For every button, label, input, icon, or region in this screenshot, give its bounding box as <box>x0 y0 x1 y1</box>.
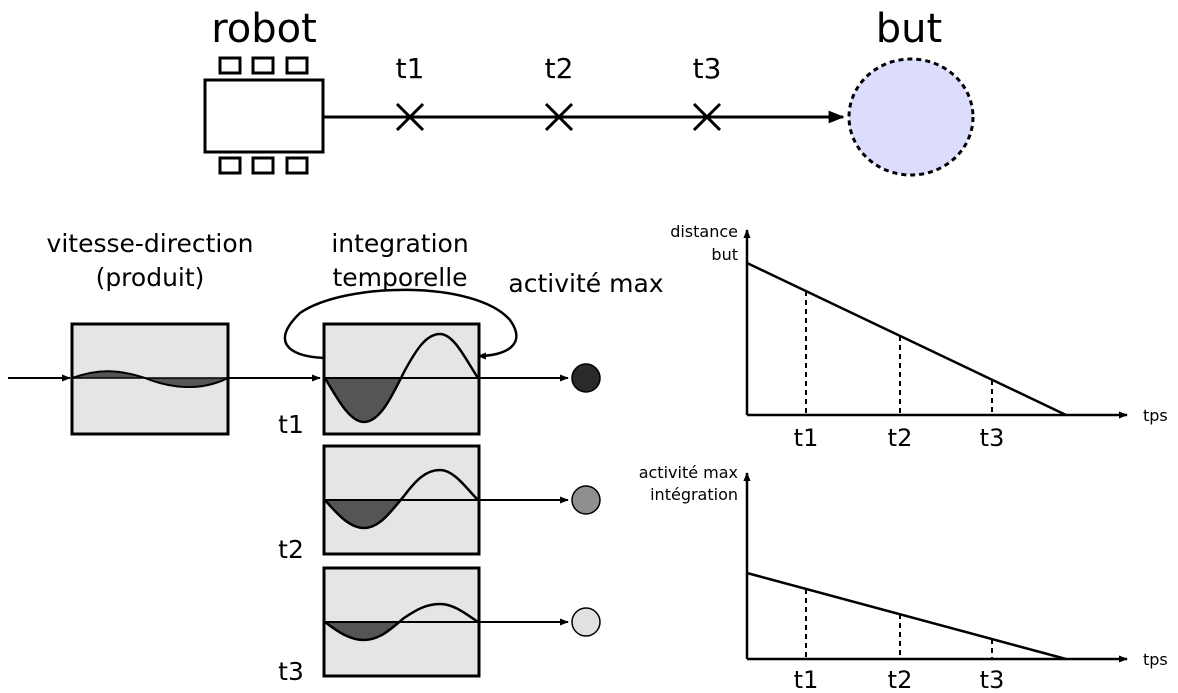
x-tick-label: t3 <box>980 424 1005 452</box>
x-axis-label: tps <box>1143 650 1168 669</box>
trajectory-step-3: t3 <box>692 52 722 132</box>
integration-label-line1: integration <box>331 229 468 258</box>
robot-goal-diagram: robot t1 t2 t3 but <box>203 6 975 177</box>
step-cross-icon <box>544 102 574 132</box>
product-field-box <box>70 322 230 436</box>
x-tick-label: t3 <box>980 666 1005 693</box>
time-label: t1 <box>278 410 304 439</box>
series-line <box>746 261 1067 417</box>
step-cross-icon <box>692 102 722 132</box>
x-axis-label: tps <box>1143 406 1168 425</box>
robot-wheel <box>285 56 309 75</box>
integration-pipeline: vitesse-direction (produit) integration … <box>8 229 664 686</box>
step-label: t2 <box>545 52 574 85</box>
product-label-line2: (produit) <box>96 263 205 292</box>
integration-field-t1: t1 <box>278 322 601 439</box>
activity-max-label: activité max <box>508 269 663 298</box>
robot-wheel <box>218 56 242 75</box>
integration-field-t2: t2 <box>278 444 601 564</box>
activity-max-node <box>571 363 601 393</box>
product-label-line1: vitesse-direction <box>47 229 254 258</box>
robot-wheel <box>285 156 309 175</box>
trajectory-step-1: t1 <box>395 52 425 132</box>
goal-circle <box>847 57 975 177</box>
x-tick-label: t1 <box>794 666 819 693</box>
y-axis-label-line2: but <box>711 245 738 264</box>
step-label: t3 <box>693 52 722 85</box>
activity-curve <box>323 332 480 424</box>
activity-max-node <box>571 607 601 637</box>
goal-label: but <box>876 6 942 52</box>
series-line <box>746 571 1067 661</box>
activity-plot: activité max intégration tps t1 t2 t3 <box>639 463 1168 693</box>
recurrent-loop-arrow <box>283 288 518 360</box>
time-label: t3 <box>278 657 304 686</box>
x-tick-label: t1 <box>794 424 819 452</box>
robot-wheel <box>251 56 275 75</box>
activity-curve <box>71 370 229 388</box>
step-label: t1 <box>396 52 425 85</box>
negative-lobe <box>325 378 400 422</box>
y-axis-label-line1: activité max <box>639 463 738 482</box>
robot-label: robot <box>211 6 317 52</box>
robot-wheel <box>218 156 242 175</box>
integration-field-t3: t3 <box>278 566 601 686</box>
time-label: t2 <box>278 535 304 564</box>
activity-curve <box>324 602 479 642</box>
trajectory-step-2: t2 <box>544 52 574 132</box>
step-cross-icon <box>395 102 425 132</box>
activity-max-node <box>571 485 601 515</box>
robot-wheel <box>251 156 275 175</box>
y-axis-label-line2: intégration <box>650 485 738 504</box>
activity-curve <box>324 468 479 530</box>
robot-icon <box>203 56 325 175</box>
distance-plot: distance but tps t1 t2 t3 <box>670 222 1168 452</box>
x-tick-label: t2 <box>888 666 913 693</box>
x-tick-label: t2 <box>888 424 913 452</box>
y-axis-label-line1: distance <box>670 222 738 241</box>
integration-label-line2: temporelle <box>332 263 467 292</box>
robot-body <box>203 78 325 154</box>
